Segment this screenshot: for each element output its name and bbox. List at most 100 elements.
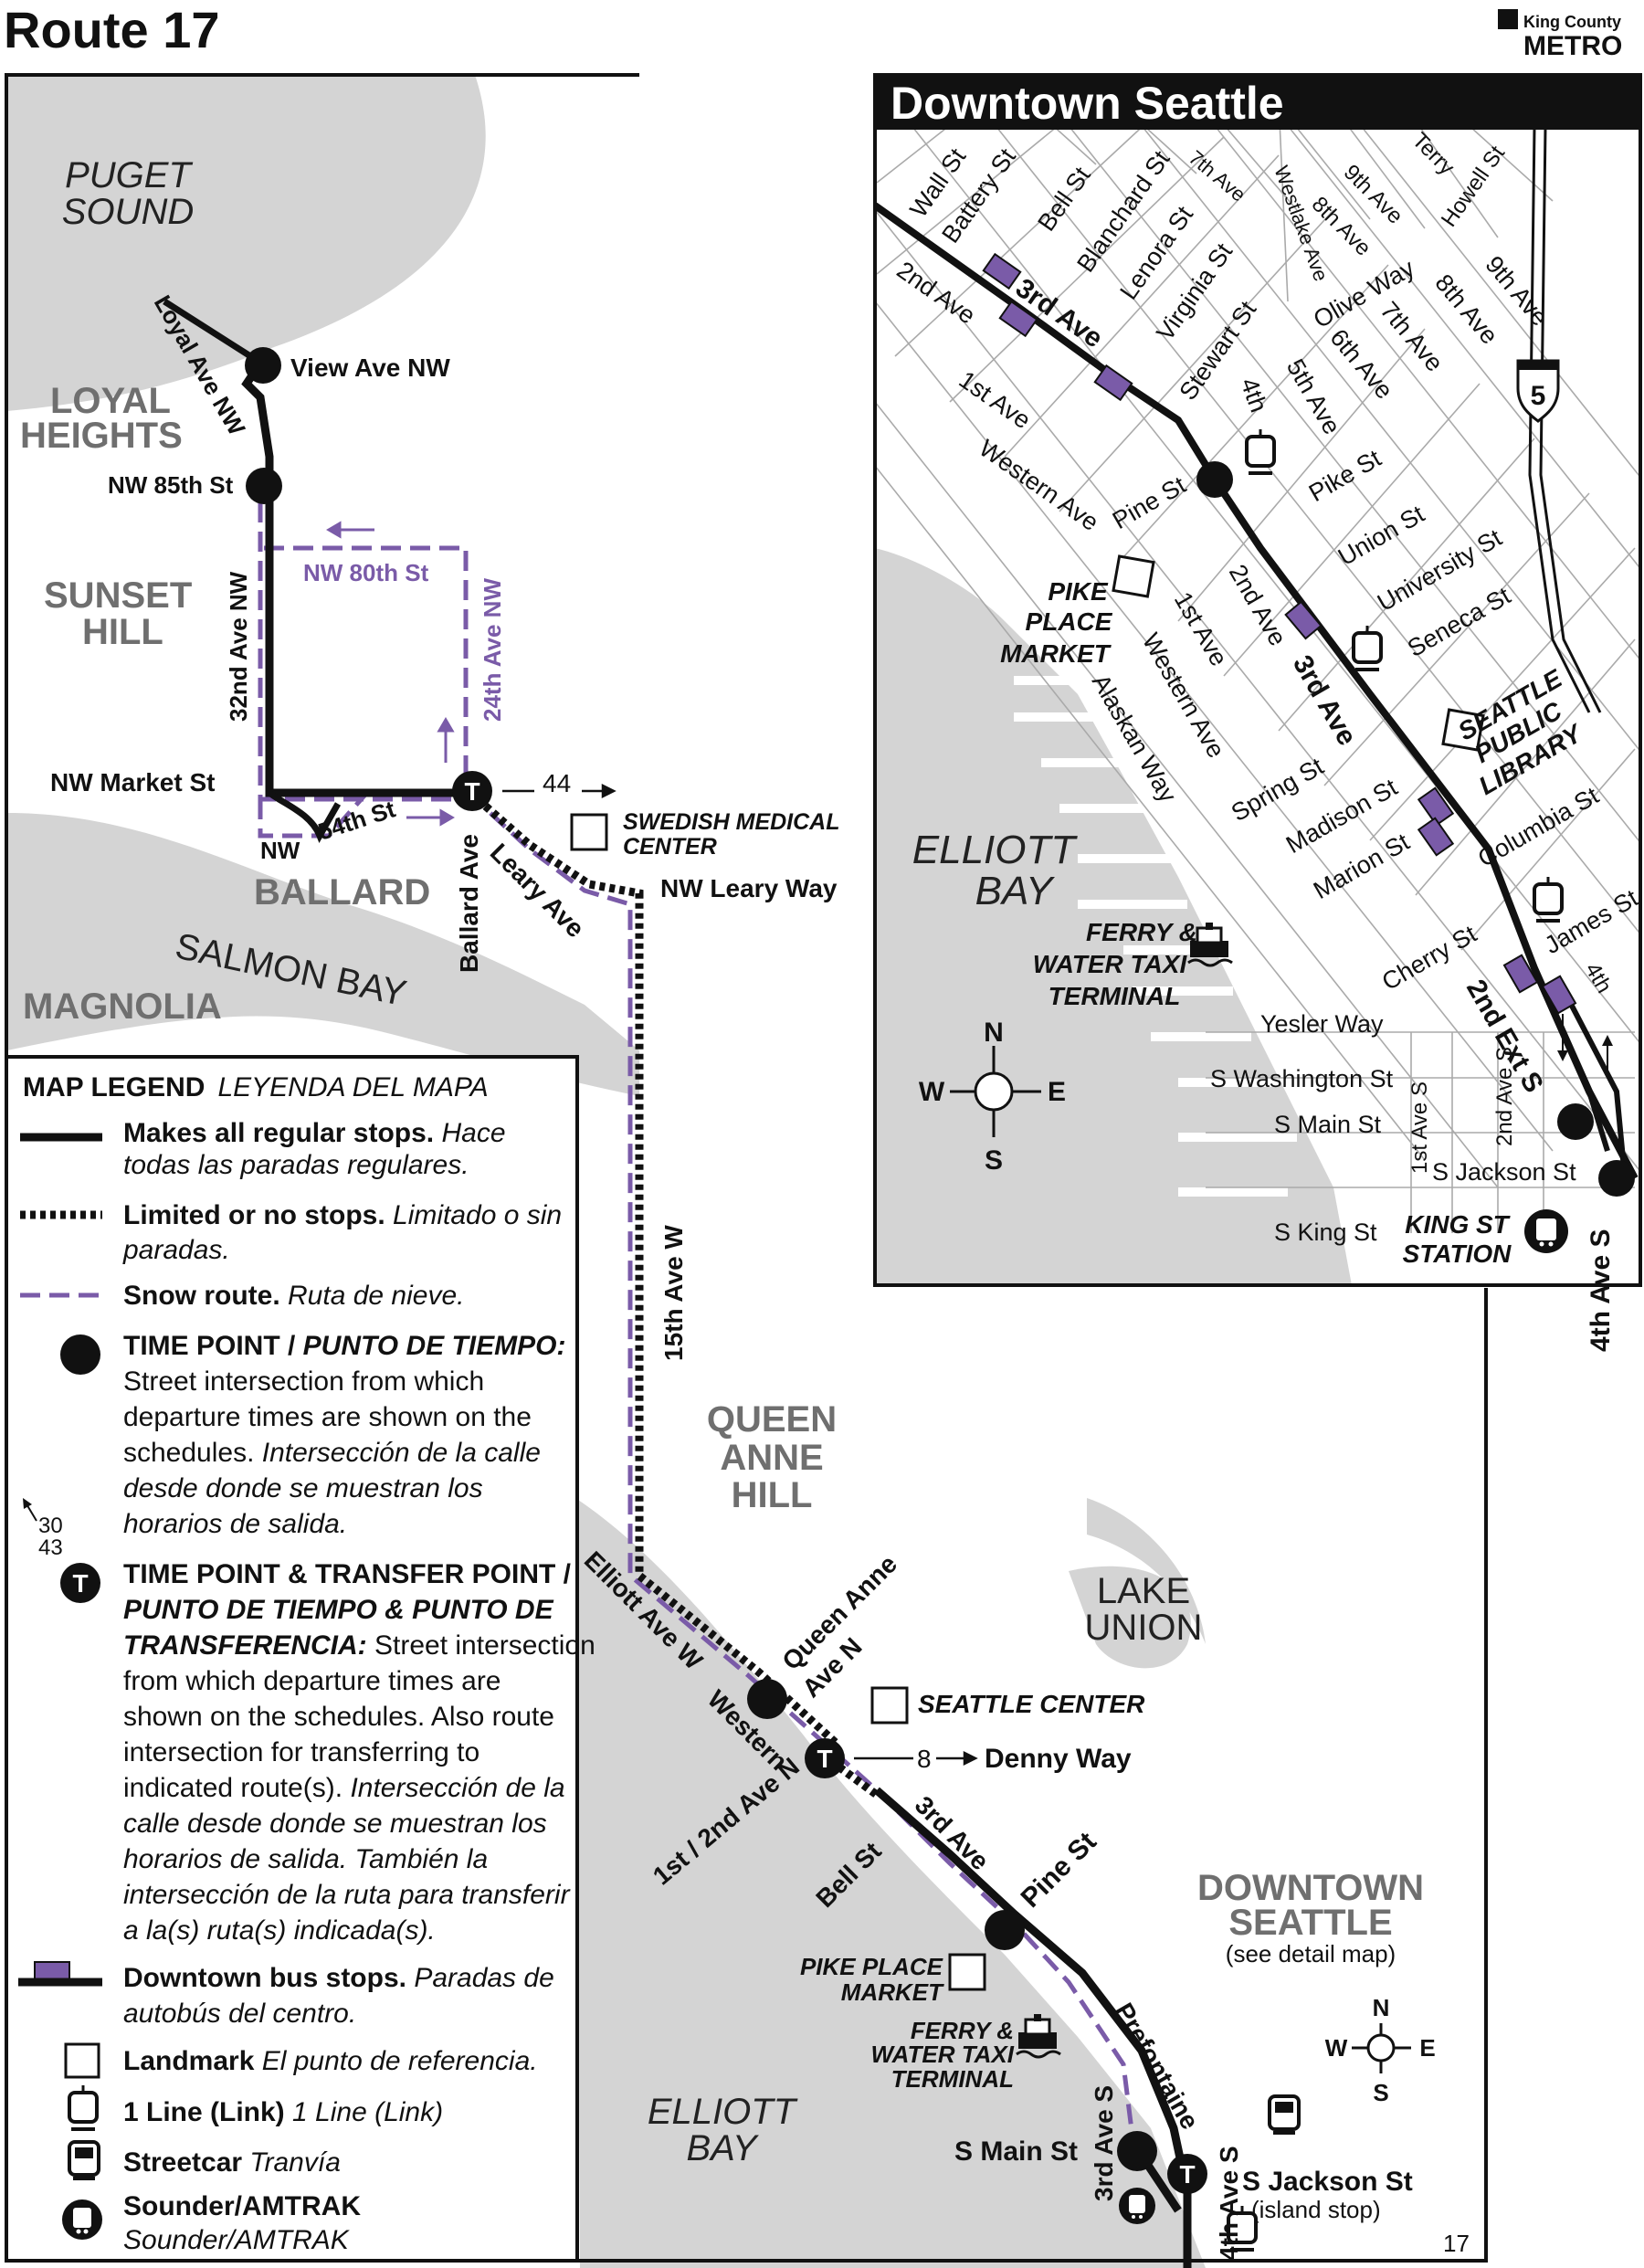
svg-text:N: N xyxy=(1373,1994,1390,2021)
svg-text:Denny Way: Denny Way xyxy=(985,1744,1132,1774)
svg-text:E: E xyxy=(1419,2034,1435,2062)
snow-route-line xyxy=(258,502,469,802)
main-landmark-labels: SWEDISH MEDICAL CENTER SEATTLE CENTER PI… xyxy=(623,809,1145,2093)
timepoint-s-main xyxy=(1117,2131,1157,2171)
svg-text:indicated route(s). Intersecci: indicated route(s). Intersección de la xyxy=(123,1773,565,1803)
landmark-boxes xyxy=(570,813,986,1991)
inset-title: Downtown Seattle xyxy=(890,78,1284,129)
svg-text:KING ST: KING ST xyxy=(1405,1210,1511,1239)
svg-text:intersection for transferring: intersection for transferring to xyxy=(123,1737,480,1767)
svg-text:NW 85th St: NW 85th St xyxy=(108,471,234,499)
svg-text:4th Ave S: 4th Ave S xyxy=(1586,1229,1616,1353)
compass-inset: N S W E xyxy=(919,1018,1066,1176)
svg-text:calle desde donde se muestran: calle desde donde se muestran los xyxy=(123,1809,547,1839)
svg-text:Street intersection from which: Street intersection from which xyxy=(123,1366,484,1397)
regular-route-line xyxy=(163,299,267,368)
snow-route-line xyxy=(258,792,1135,2138)
transfer-arrows xyxy=(502,783,978,1767)
svg-text:TIME POINT & TRANSFER POINT /: TIME POINT & TRANSFER POINT / xyxy=(123,1559,572,1589)
svg-text:WATER TAXI: WATER TAXI xyxy=(871,2041,1015,2068)
svg-text:Snow route. Ruta de nieve.: Snow route. Ruta de nieve. xyxy=(123,1281,464,1311)
svg-text:NW 80th St: NW 80th St xyxy=(303,559,429,586)
svg-text:TIME POINT / PUNTO DE TIEMPO:: TIME POINT / PUNTO DE TIEMPO: xyxy=(123,1331,565,1361)
svg-text:3rd Ave S: 3rd Ave S xyxy=(1090,2085,1118,2201)
svg-text:S: S xyxy=(985,1145,1003,1176)
svg-text:autobús del centro.: autobús del centro. xyxy=(123,1999,356,2029)
svg-text:shown on the schedules. Also r: shown on the schedules. Also route xyxy=(123,1702,554,1732)
svg-text:T: T xyxy=(72,1569,88,1598)
svg-text:WATER TAXI: WATER TAXI xyxy=(1033,950,1188,978)
area-ballard: BALLARD xyxy=(254,872,430,912)
svg-text:FERRY &: FERRY & xyxy=(1086,918,1197,946)
svg-text:E: E xyxy=(1048,1077,1066,1107)
king-county-metro-logo: King County METRO xyxy=(1498,9,1622,61)
svg-text:PUNTO DE TIEMPO & PUNTO DE: PUNTO DE TIEMPO & PUNTO DE xyxy=(123,1595,554,1625)
svg-text:T: T xyxy=(464,777,480,806)
svg-text:Yesler Way: Yesler Way xyxy=(1260,1010,1384,1038)
svg-text:43: 43 xyxy=(38,1535,63,1560)
svg-text:TERMINAL: TERMINAL xyxy=(891,2065,1014,2093)
link-icon xyxy=(1227,2206,1258,2252)
inset-map: 5 xyxy=(873,73,1642,1287)
svg-text:from which departure times are: from which departure times are xyxy=(123,1666,501,1696)
streetcar-icon xyxy=(1268,2094,1301,2135)
inset-route-line xyxy=(1586,1091,1610,1152)
limited-stop-line xyxy=(468,789,839,1746)
snow-arrows xyxy=(326,521,455,827)
svg-text:MARKET: MARKET xyxy=(841,1978,944,2006)
regular-route-line xyxy=(241,367,470,797)
svg-text:S Jackson St: S Jackson St xyxy=(1242,2167,1413,2197)
svg-text:Downtown bus stops. Paradas de: Downtown bus stops. Paradas de xyxy=(123,1963,554,1993)
transfer-route-44: 44 xyxy=(543,769,571,797)
svg-text:Limited or no stops. Limitado: Limited or no stops. Limitado o sin xyxy=(123,1200,562,1230)
svg-text:SWEDISH MEDICAL: SWEDISH MEDICAL xyxy=(623,809,840,835)
svg-text:W: W xyxy=(919,1077,945,1107)
timepoint-pine-st xyxy=(985,1910,1025,1950)
svg-text:Streetcar Tranvía: Streetcar Tranvía xyxy=(123,2147,341,2178)
svg-text:NW: NW xyxy=(260,837,300,864)
svg-text:PIKE PLACE: PIKE PLACE xyxy=(800,1953,943,1980)
svg-text:PLACE: PLACE xyxy=(1026,607,1113,636)
svg-text:MARKET: MARKET xyxy=(1000,639,1112,668)
svg-text:PIKE: PIKE xyxy=(1048,577,1109,606)
svg-text:Pine St: Pine St xyxy=(1016,1827,1102,1914)
svg-text:S Main St: S Main St xyxy=(954,2136,1078,2167)
sounder-icon xyxy=(1119,2188,1155,2224)
ferry-icon xyxy=(1016,2014,1061,2059)
svg-text:King County: King County xyxy=(1523,13,1621,31)
i5-shield-icon: 5 xyxy=(1516,359,1560,423)
svg-text:NW Market St: NW Market St xyxy=(50,768,215,796)
svg-text:STATION: STATION xyxy=(1403,1239,1512,1268)
svg-text:S Main St: S Main St xyxy=(1274,1111,1382,1138)
svg-text:30: 30 xyxy=(38,1514,63,1538)
svg-text:a la(s) ruta(s) indicada(s).: a la(s) ruta(s) indicada(s). xyxy=(123,1915,436,1946)
svg-text:NW Leary Way: NW Leary Way xyxy=(660,874,838,902)
timepoint-view-ave xyxy=(245,347,281,384)
transfer-points: T T T xyxy=(452,771,1207,2194)
svg-text:CENTER: CENTER xyxy=(623,834,717,860)
svg-text:W: W xyxy=(1325,2034,1348,2062)
svg-text:horarios de salida. También la: horarios de salida. También la xyxy=(123,1844,488,1874)
downtown-detail-note: (see detail map) xyxy=(1226,1940,1396,1967)
svg-text:View Ave NW: View Ave NW xyxy=(290,353,450,382)
svg-text:departure times are shown on t: departure times are shown on the xyxy=(123,1402,532,1432)
svg-text:T: T xyxy=(1179,2160,1195,2189)
compass-main: N S W E xyxy=(1325,1994,1436,2106)
svg-text:Ballard Ave: Ballard Ave xyxy=(455,834,483,973)
svg-text:TERMINAL: TERMINAL xyxy=(1049,982,1181,1010)
svg-text:N: N xyxy=(984,1018,1004,1048)
transfer-route-8: 8 xyxy=(917,1745,932,1773)
svg-text:S: S xyxy=(1373,2079,1388,2106)
svg-text:Sounder/AMTRAK: Sounder/AMTRAK xyxy=(123,2225,351,2255)
timepoint-queen-anne xyxy=(747,1679,787,1719)
svg-text:desde donde se muestran los: desde donde se muestran los xyxy=(123,1473,483,1503)
svg-text:SEATTLE CENTER: SEATTLE CENTER xyxy=(918,1690,1145,1718)
svg-text:1st Ave S: 1st Ave S xyxy=(1407,1081,1432,1174)
